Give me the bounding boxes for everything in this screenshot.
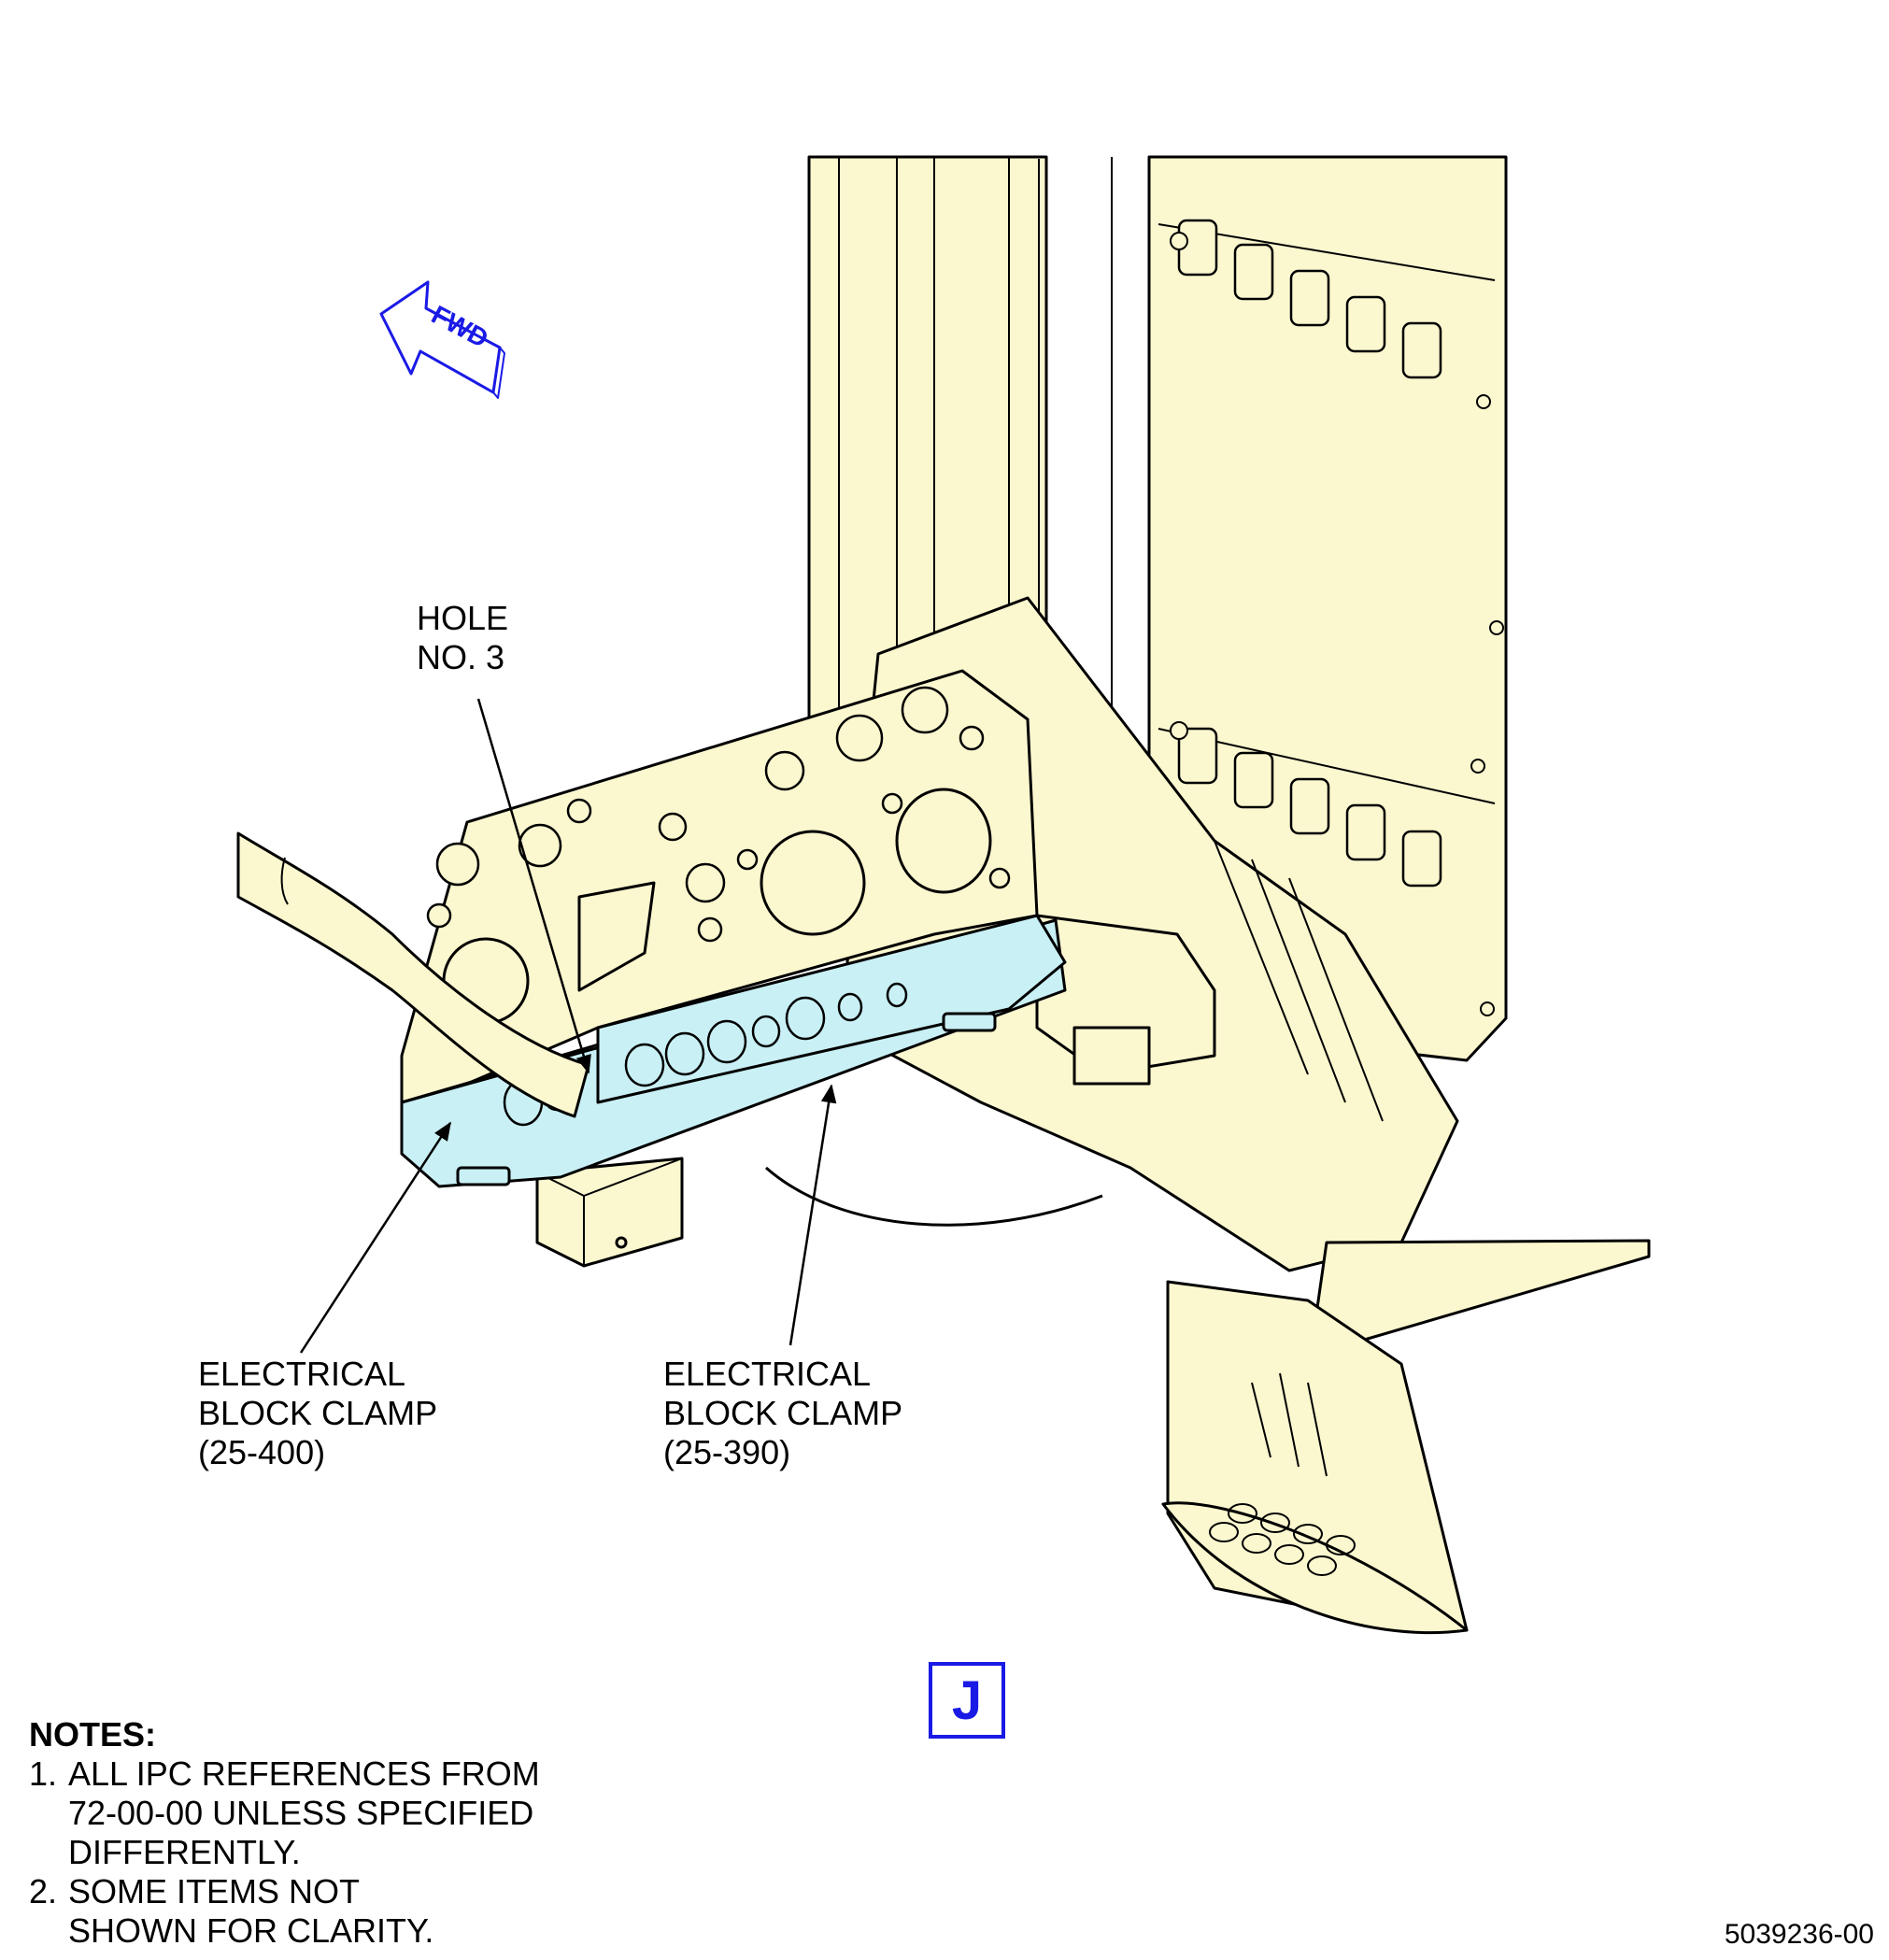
- note-text: SOME ITEMS NOT SHOWN FOR CLARITY.: [68, 1872, 434, 1950]
- note-item: 1. ALL IPC REFERENCES FROM 72-00-00 UNLE…: [29, 1754, 540, 1872]
- view-letter-box: J: [929, 1662, 1005, 1739]
- notes-block: NOTES: 1. ALL IPC REFERENCES FROM 72-00-…: [29, 1715, 540, 1951]
- leader-lines: [299, 698, 837, 1354]
- callout-clamp-25-390: ELECTRICAL BLOCK CLAMP (25-390): [663, 1355, 903, 1471]
- boot-end: [1161, 1501, 1469, 1635]
- note-item: 2. SOME ITEMS NOT SHOWN FOR CLARITY.: [29, 1872, 540, 1951]
- lower-arc: [765, 1166, 1103, 1227]
- note-number: 2.: [29, 1872, 58, 1910]
- clip-row-lower: [1177, 727, 1442, 888]
- block-openings: [442, 788, 992, 1025]
- notes-heading: NOTES:: [29, 1715, 157, 1754]
- lower-block: [535, 1157, 684, 1268]
- leader-clamp-400: [299, 1121, 452, 1354]
- fwd-arrow: [379, 280, 505, 399]
- callout-hole-no-3: HOLE NO. 3: [417, 599, 509, 676]
- structure: [236, 155, 1651, 1635]
- figure-id: 5039236-00: [1724, 1919, 1874, 1950]
- leader-hole: [476, 698, 591, 1074]
- note-number: 1.: [29, 1754, 58, 1793]
- note-text: ALL IPC REFERENCES FROM 72-00-00 UNLESS …: [68, 1754, 540, 1871]
- leader-clamp-390: [788, 1084, 837, 1346]
- callout-clamp-25-400: ELECTRICAL BLOCK CLAMP (25-400): [198, 1355, 438, 1471]
- box-tab: [1072, 1026, 1151, 1086]
- floor-plate: [1315, 1239, 1651, 1347]
- fittings: [426, 686, 1011, 943]
- fwd-label: FWD: [427, 300, 493, 353]
- clamp-holes: [503, 982, 908, 1127]
